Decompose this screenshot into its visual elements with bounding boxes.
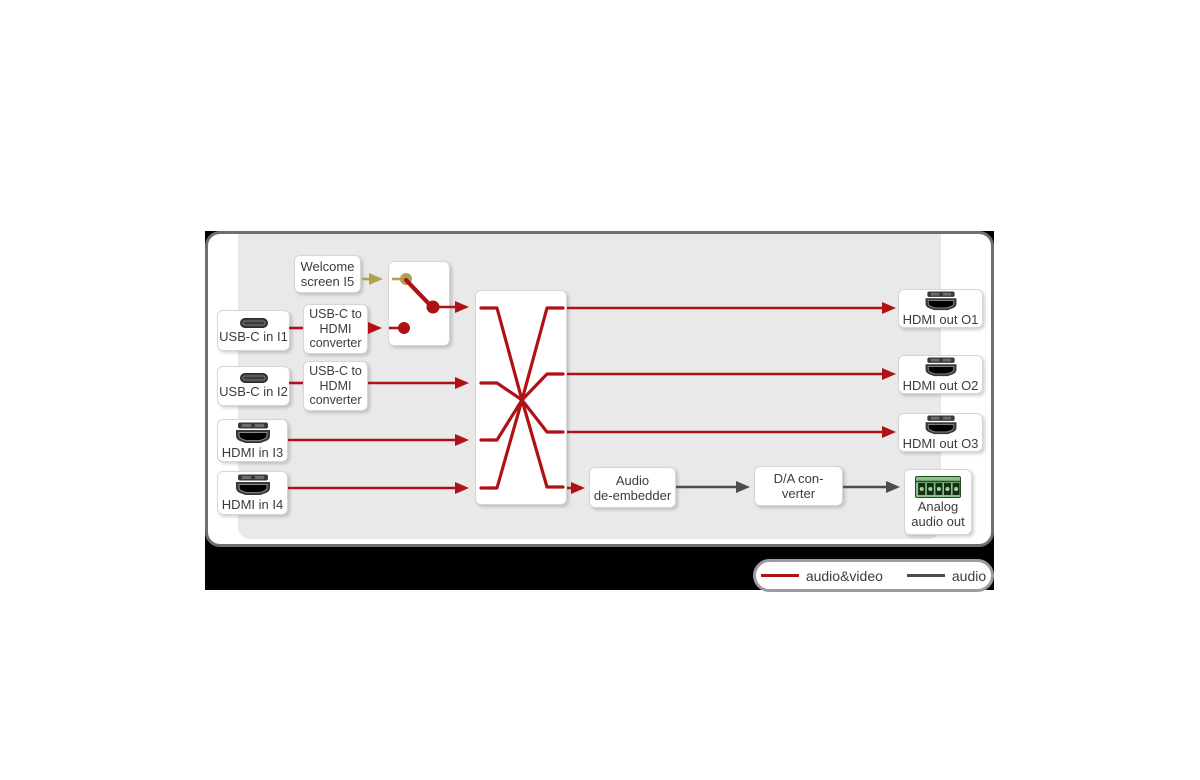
- legend-audio-video-line: [760, 574, 799, 577]
- analog-audio-out-label-line1: Analog: [917, 498, 959, 514]
- converter-2-label-line3: converter: [309, 393, 362, 408]
- analog-audio-out-label-line2: audio out: [911, 513, 965, 529]
- usb-c-to-hdmi-converter-1-node: USB-C to HDMI converter: [303, 304, 368, 354]
- analog-audio-out-node: Analog audio out: [904, 469, 972, 535]
- terminal-block-icon: [915, 475, 961, 498]
- hdmi-out-o3-label: HDMI out O3: [902, 435, 979, 451]
- hdmi-port-icon: [923, 290, 959, 311]
- hdmi-in-i3-label: HDMI in I3: [221, 444, 284, 460]
- da-converter-label-line1: D/A con-: [773, 471, 824, 486]
- welcome-screen-label-line1: Welcome: [300, 259, 355, 274]
- welcome-screen-label-line2: screen I5: [300, 274, 355, 289]
- hdmi-out-o2-node: HDMI out O2: [898, 355, 983, 394]
- legend-audio-video-label: audio&video: [805, 567, 883, 584]
- hdmi-port-icon: [234, 474, 272, 496]
- hdmi-in-i3-node: HDMI in I3: [217, 419, 288, 462]
- welcome-screen-node: Welcome screen I5: [294, 255, 361, 293]
- converter-2-label-line1: USB-C to: [309, 364, 362, 379]
- usb-c-port-icon: [239, 373, 268, 383]
- legend-audio-label: audio: [951, 567, 987, 584]
- usb-c-in-i1-node: USB-C in I1: [217, 310, 290, 351]
- da-converter-node: D/A con- verter: [754, 466, 843, 506]
- hdmi-out-o2-label: HDMI out O2: [902, 377, 979, 393]
- legend: audio&video audio: [753, 559, 994, 592]
- da-converter-label-line2: verter: [781, 486, 816, 501]
- usb-c-in-i2-node: USB-C in I2: [217, 366, 290, 406]
- converter-1-label-line2: HDMI: [319, 321, 352, 336]
- converter-2-label-line2: HDMI: [319, 378, 352, 393]
- converter-1-label-line1: USB-C to: [309, 307, 362, 322]
- crossbar-matrix-node: [475, 290, 567, 505]
- input-selector-switch-node: [388, 261, 450, 346]
- hdmi-out-o1-label: HDMI out O1: [902, 311, 979, 327]
- usb-c-in-i2-label: USB-C in I2: [219, 384, 288, 399]
- audio-deembedder-label-line2: de-embedder: [593, 487, 672, 503]
- audio-deembedder-node: Audio de-embedder: [589, 467, 676, 508]
- hdmi-in-i4-node: HDMI in I4: [217, 471, 288, 515]
- hdmi-out-o3-node: HDMI out O3: [898, 413, 983, 452]
- hdmi-out-o1-node: HDMI out O1: [898, 289, 983, 328]
- converter-1-label-line3: converter: [309, 336, 362, 351]
- usb-c-in-i1-label: USB-C in I1: [219, 328, 288, 344]
- hdmi-in-i4-label: HDMI in I4: [221, 497, 284, 512]
- hdmi-port-icon: [923, 414, 959, 435]
- usb-c-to-hdmi-converter-2-node: USB-C to HDMI converter: [303, 361, 368, 411]
- hdmi-port-icon: [923, 356, 959, 377]
- usb-c-port-icon: [239, 317, 268, 328]
- legend-audio-line: [906, 574, 945, 577]
- hdmi-port-icon: [234, 422, 272, 444]
- audio-deembedder-label-line1: Audio: [615, 472, 650, 488]
